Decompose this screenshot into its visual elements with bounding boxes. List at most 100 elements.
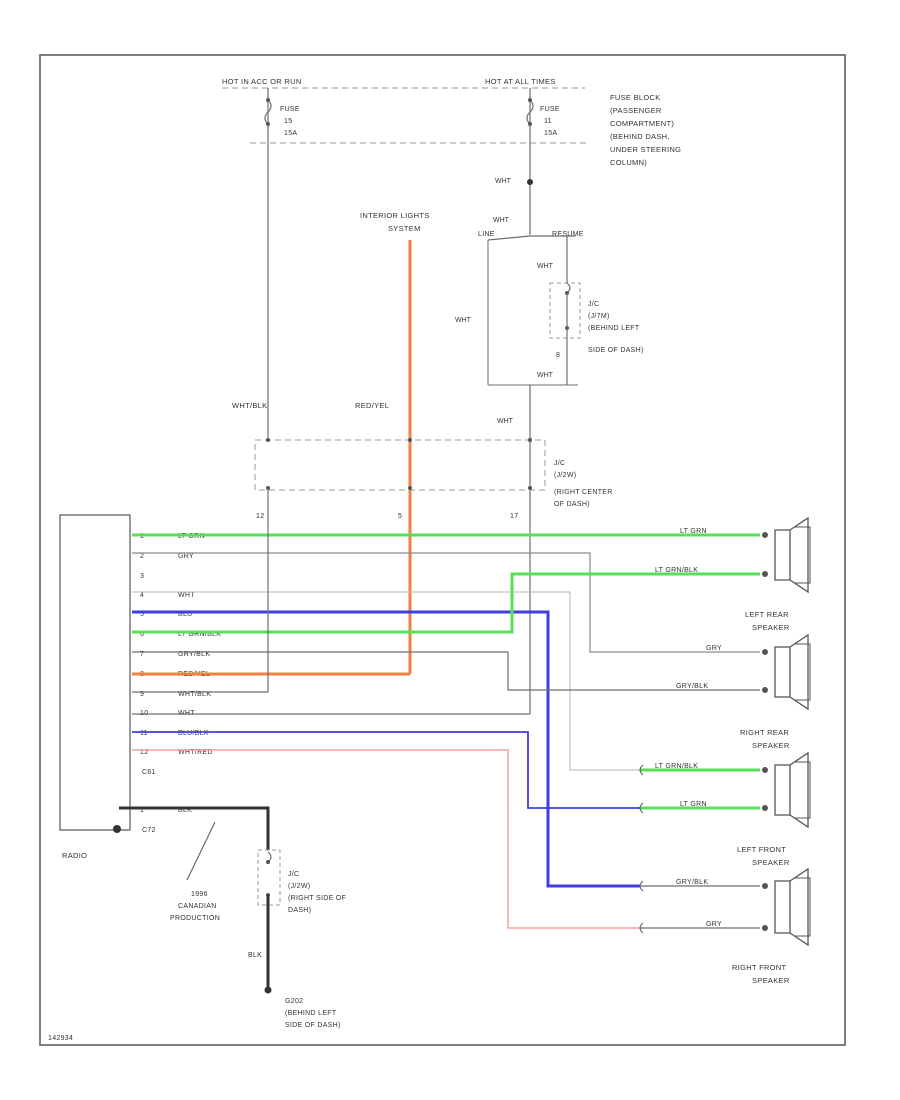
left-rear-label-1: LEFT REAR: [745, 610, 789, 619]
lf-wire-1: LT GRN/BLK: [655, 763, 698, 770]
radio-conn-top: C61: [142, 769, 156, 776]
wire-wht-red-rf: [132, 749, 640, 929]
ground-line-3: SIDE OF DASH): [285, 1022, 341, 1029]
jc-upper-line-4: SIDE OF DASH): [588, 347, 644, 354]
radio-pin-6-color: LT GRN/BLK: [178, 631, 221, 638]
wht-splice-label: WHT: [495, 178, 512, 185]
wire-lt-grn-blk-lr: [132, 572, 760, 634]
figure-code: 142934: [48, 1035, 73, 1042]
right-rear-label-1: RIGHT REAR: [740, 728, 789, 737]
radio-unit: RADIO: [59, 514, 131, 860]
wire-gry-blk-rr: [132, 651, 760, 691]
left-front-speaker: [762, 751, 811, 829]
jc-mid-pin-5: 5: [398, 513, 402, 520]
jc-lower-line-2: (J/2W): [288, 883, 310, 890]
jc-mid-line-3: (RIGHT CENTER: [554, 489, 613, 496]
radio-pin-6: 6: [140, 631, 144, 638]
radio-pin-11: 11: [140, 730, 148, 737]
radio-pin-5-color: BLU: [178, 611, 193, 618]
canadian-line-3: PRODUCTION: [170, 915, 220, 922]
radio-pin-7: 7: [140, 651, 144, 658]
radio-pin-9: 9: [140, 691, 144, 698]
radio-gnd-wire: BLK: [178, 807, 192, 814]
fuse11-rating: 15A: [544, 130, 557, 137]
canadian-production-note: 1996 CANADIAN PRODUCTION: [170, 821, 220, 922]
jc-mid-line-1: J/C: [554, 460, 565, 467]
jc-mid-connector: J/C (J/2W) (RIGHT CENTER OF DASH) 12 5 1…: [254, 438, 613, 520]
ground-point: [264, 986, 272, 994]
wht-switch-right-label: WHT: [537, 263, 554, 270]
switch-resume-tag: RESUME: [552, 231, 584, 238]
radio-pin-5: 5: [140, 611, 144, 618]
radio-conn-bottom: C72: [142, 827, 156, 834]
rf-wire-2: GRY: [706, 921, 722, 928]
left-front-label-2: SPEAKER: [752, 858, 790, 867]
lr-wire-2: LT GRN/BLK: [655, 567, 698, 574]
ground-circuit: J/C (J/2W) (RIGHT SIDE OF DASH) BLK G202…: [119, 806, 346, 1029]
rr-wire-1: GRY: [706, 645, 722, 652]
lr-wire-1: LT GRN: [680, 528, 707, 535]
fuse11-label: FUSE: [540, 106, 560, 113]
lf-wire-2: LT GRN: [680, 801, 707, 808]
radio-pin-12: 12: [140, 749, 148, 756]
right-rear-label-2: SPEAKER: [752, 741, 790, 750]
fuse-block-line-6: COLUMN): [610, 158, 647, 167]
right-rear-speaker: [762, 633, 811, 711]
fuse15-number: 15: [284, 118, 292, 125]
radio-pin-7-color: GRY/BLK: [178, 651, 210, 658]
inline-connectors: [639, 764, 644, 934]
radio-pins: 1 LT GRN 2 GRY 3 4 WHT 5 BLU 6 LT GRN/BL…: [140, 533, 221, 834]
radio-pin-4-color: WHT: [178, 592, 195, 599]
right-front-label-2: SPEAKER: [752, 976, 790, 985]
interior-lights-switch: INTERIOR LIGHTS SYSTEM WHT LINE RESUME W…: [360, 211, 584, 386]
fuse-block-line-1: FUSE BLOCK: [610, 93, 661, 102]
canadian-line-1: 1996: [191, 891, 208, 898]
jc-upper-connector: J/C (J/7M) (BEHIND LEFT SIDE OF DASH) 8 …: [537, 236, 644, 385]
wire-wht-pin4: [132, 591, 640, 771]
ground-line-1: G202: [285, 998, 303, 1005]
wire-gry-rr: [132, 552, 760, 653]
interior-lights-label-1: INTERIOR LIGHTS: [360, 211, 430, 220]
radio-pin-2-color: GRY: [178, 553, 194, 560]
speaker-wire-labels: LT GRN LT GRN/BLK GRY GRY/BLK LT GRN/BLK…: [655, 528, 722, 928]
right-front-label-1: RIGHT FRONT: [732, 963, 787, 972]
jc-upper-line-2: (J/7M): [588, 313, 610, 320]
jc-mid-line-4: OF DASH): [554, 501, 590, 508]
blk-ground-label: BLK: [248, 952, 262, 959]
radio-pin-2: 2: [140, 553, 144, 560]
jc-mid-line-2: (J/2W): [554, 472, 576, 479]
jc-mid-pin-12: 12: [256, 513, 264, 520]
canadian-line-2: CANADIAN: [178, 903, 217, 910]
jc-upper-line-1: J/C: [588, 301, 599, 308]
jc-lower-line-4: DASH): [288, 907, 311, 914]
wht-blk-label: WHT/BLK: [232, 401, 267, 410]
left-front-label-1: LEFT FRONT: [737, 845, 786, 854]
wire-blu-lf: [132, 610, 640, 888]
fuse-block-line-5: UNDER STEERING: [610, 145, 681, 154]
fuse15-label: FUSE: [280, 106, 300, 113]
fuse-block: HOT IN ACC OR RUN HOT AT ALL TIMES FUSE …: [222, 77, 681, 167]
wht-bottom-label: WHT: [537, 372, 554, 379]
fuse11-number: 11: [544, 118, 552, 125]
left-rear-speaker: [762, 516, 811, 594]
rf-wire-1: GRY/BLK: [676, 879, 708, 886]
jc-lower-line-1: J/C: [288, 871, 299, 878]
wire-wht-blk: [132, 488, 269, 693]
radio-pin-11-color: BLU/BLK: [178, 730, 209, 737]
wht-mid-label: WHT: [497, 418, 514, 425]
hot-all-times-label: HOT AT ALL TIMES: [485, 77, 556, 86]
hot-acc-run-label: HOT IN ACC OR RUN: [222, 77, 302, 86]
wht-switch-label: WHT: [493, 217, 510, 224]
red-yel-label: RED/YEL: [355, 401, 389, 410]
fuse-block-line-2: (PASSENGER: [610, 106, 662, 115]
fuse15-rating: 15A: [284, 130, 297, 137]
interior-lights-label-2: SYSTEM: [388, 224, 421, 233]
jc-mid-pin-17: 17: [510, 513, 518, 520]
splice-dot: [527, 179, 533, 185]
fuse-block-line-3: COMPARTMENT): [610, 119, 674, 128]
fuse-block-line-4: (BEHIND DASH,: [610, 132, 670, 141]
radio-label: RADIO: [62, 851, 87, 860]
left-rear-label-2: SPEAKER: [752, 623, 790, 632]
wire-blu-blk-lf: [132, 731, 640, 809]
